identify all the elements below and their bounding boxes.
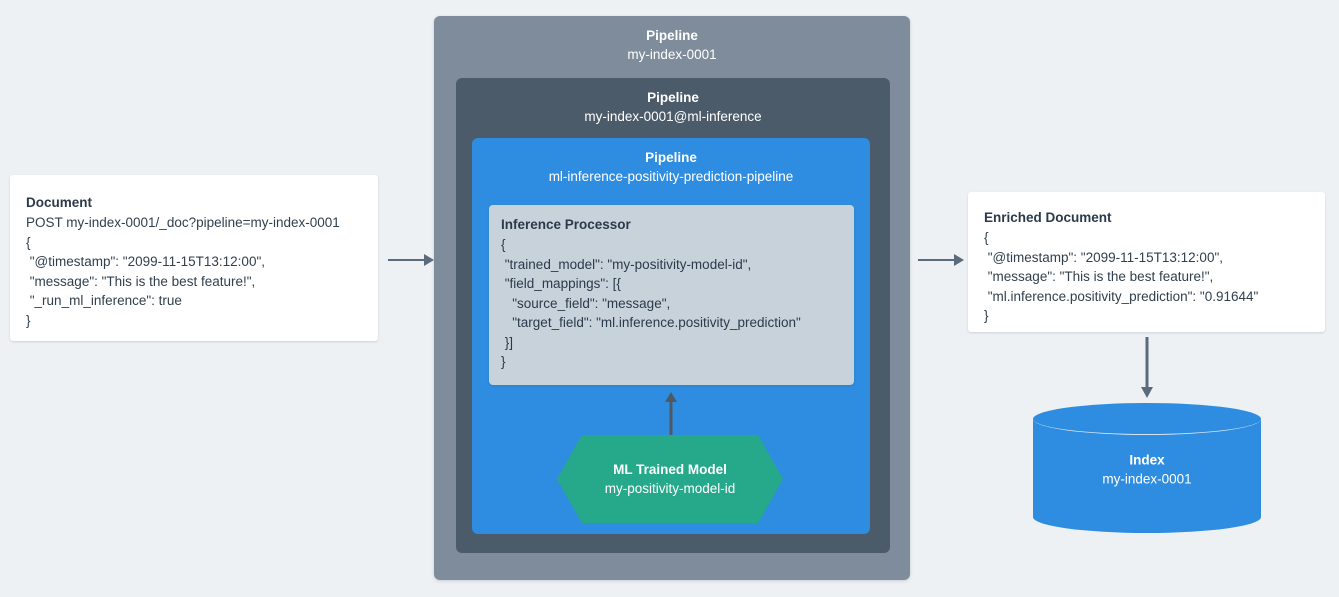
cylinder-body bbox=[1033, 419, 1261, 517]
arrow-up-icon bbox=[665, 392, 677, 437]
pipeline-middle-kind: Pipeline bbox=[647, 90, 699, 105]
enriched-document-card: Enriched Document { "@timestamp": "2099-… bbox=[968, 192, 1325, 332]
document-line-4: "_run_ml_inference": true bbox=[26, 293, 182, 308]
document-card: Document POST my-index-0001/_doc?pipelin… bbox=[10, 175, 378, 341]
inference-processor-title: Inference Processor bbox=[501, 217, 631, 232]
arrow-right-icon bbox=[918, 254, 964, 266]
document-line-2: "@timestamp": "2099-11-15T13:12:00", bbox=[26, 254, 265, 269]
index-cylinder: Index my-index-0001 bbox=[1033, 403, 1261, 533]
arrow-trained-model-to-processor bbox=[662, 391, 680, 437]
processor-line-3: "source_field": "message", bbox=[501, 295, 671, 311]
enriched-document-line-4: } bbox=[984, 308, 989, 323]
arrow-document-to-pipeline bbox=[388, 250, 434, 270]
processor-line-5: }] bbox=[501, 334, 514, 350]
arrow-enriched-document-to-index bbox=[1138, 337, 1156, 399]
pipeline-inner-kind: Pipeline bbox=[645, 150, 697, 165]
enriched-document-line-0: { bbox=[984, 230, 989, 245]
processor-line-6: } bbox=[501, 354, 506, 369]
index-kind: Index bbox=[1129, 452, 1165, 468]
enriched-document-line-3: "ml.inference.positivity_prediction": "0… bbox=[984, 288, 1259, 304]
enriched-document-line-2: "message": "This is the best feature!", bbox=[984, 269, 1214, 284]
document-line-5: } bbox=[26, 312, 31, 328]
pipeline-inner-name: ml-inference-positivity-prediction-pipel… bbox=[548, 169, 794, 184]
document-title: Document bbox=[26, 195, 93, 210]
ml-trained-model-hexagon: ML Trained Model my-positivity-model-id bbox=[557, 435, 783, 523]
processor-line-2: "field_mappings": [{ bbox=[501, 276, 621, 291]
enriched-document-title: Enriched Document bbox=[984, 210, 1112, 225]
processor-line-4: "target_field": "ml.inference.positivity… bbox=[501, 315, 801, 330]
processor-line-1: "trained_model": "my-positivity-model-id… bbox=[501, 256, 752, 272]
arrow-pipeline-to-enriched-document bbox=[918, 250, 964, 270]
cylinder-top-ellipse bbox=[1033, 403, 1261, 435]
index-name: my-index-0001 bbox=[1102, 471, 1192, 487]
arrow-right-icon bbox=[388, 254, 434, 266]
pipeline-outer-kind: Pipeline bbox=[646, 28, 698, 43]
processor-line-0: { bbox=[501, 237, 506, 252]
arrow-down-icon bbox=[1141, 337, 1153, 398]
pipeline-outer-name: my-index-0001 bbox=[627, 47, 717, 62]
ml-trained-model-name: my-positivity-model-id bbox=[604, 481, 736, 496]
document-line-1: { bbox=[26, 234, 31, 250]
pipeline-middle-name: my-index-0001@ml-inference bbox=[584, 109, 762, 124]
pipeline-inner-header: Pipeline ml-inference-positivity-predict… bbox=[472, 138, 870, 186]
document-line-3: "message": "This is the best feature!", bbox=[26, 273, 256, 289]
pipeline-outer-header: Pipeline my-index-0001 bbox=[434, 16, 910, 64]
document-line-0: POST my-index-0001/_doc?pipeline=my-inde… bbox=[26, 215, 340, 230]
pipeline-middle-header: Pipeline my-index-0001@ml-inference bbox=[456, 78, 890, 126]
index-label: Index my-index-0001 bbox=[1033, 451, 1261, 489]
enriched-document-line-1: "@timestamp": "2099-11-15T13:12:00", bbox=[984, 249, 1223, 265]
inference-processor-box: Inference Processor { "trained_model": "… bbox=[489, 205, 854, 385]
ml-trained-model-kind: ML Trained Model bbox=[613, 462, 727, 477]
